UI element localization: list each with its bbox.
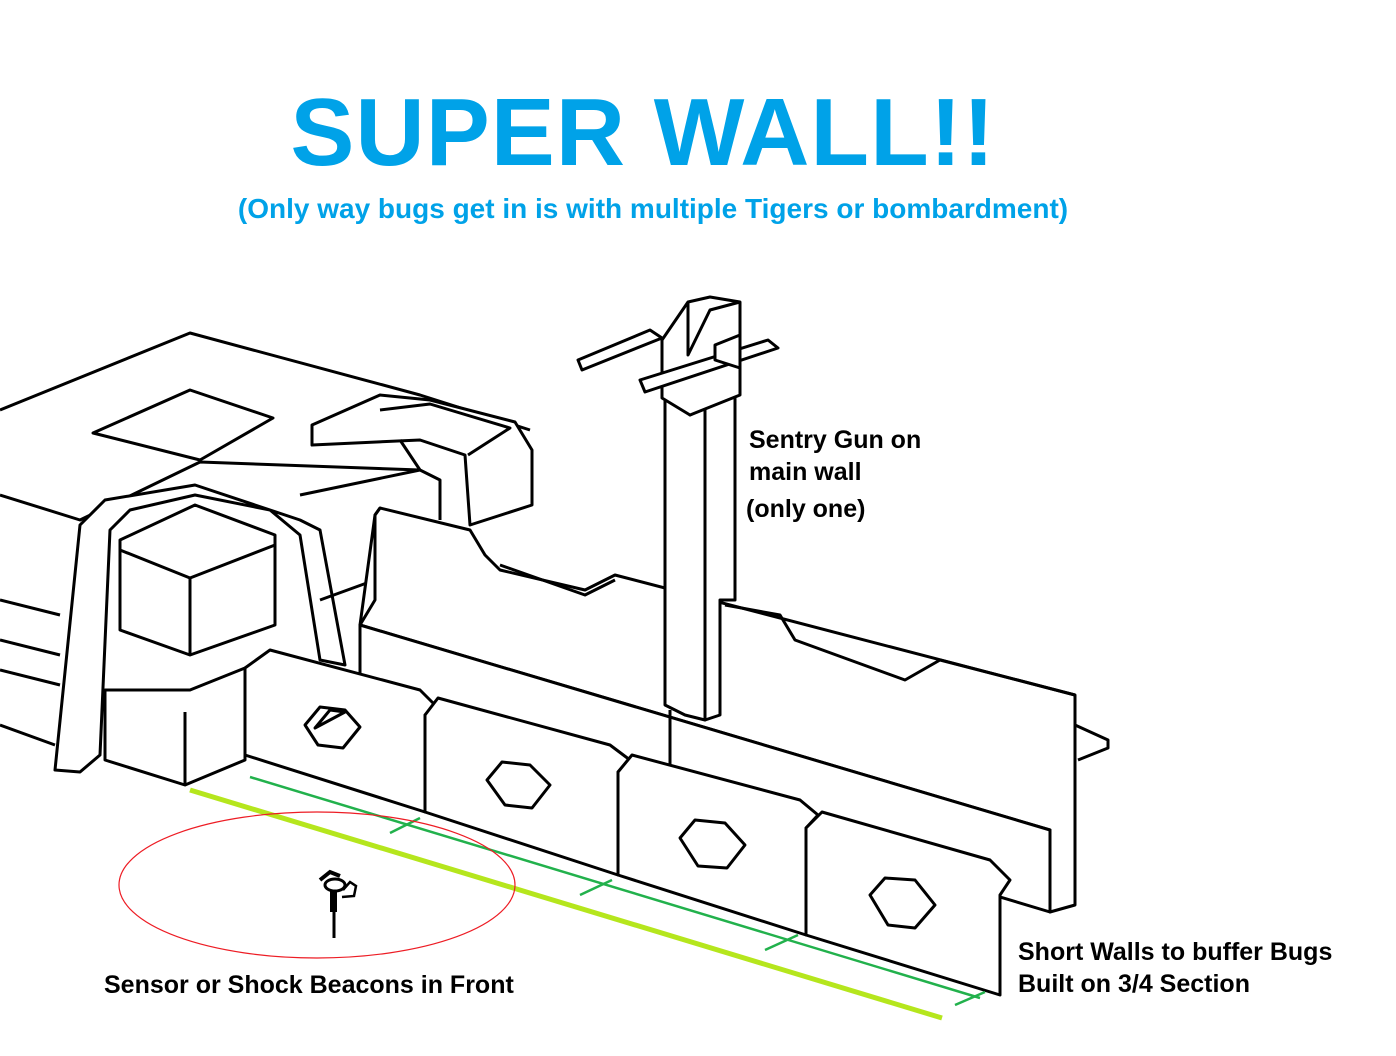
beacon-range-circle — [118, 811, 516, 959]
short-walls — [243, 648, 1012, 997]
page-subtitle: (Only way bugs get in is with multiple T… — [237, 193, 1069, 224]
ground-line — [189, 787, 943, 1021]
measure-line — [249, 775, 986, 1007]
short-walls-label-line2: Built on 3/4 Section — [1018, 970, 1250, 998]
bunker-structure — [0, 331, 534, 787]
sentry-gun — [576, 295, 780, 722]
beacons-label: Sensor or Shock Beacons in Front — [104, 971, 514, 999]
sentry-gun-label-line3: (only one) — [746, 495, 866, 523]
page-title: SUPER WALL!! — [290, 79, 996, 186]
short-walls-label-line1: Short Walls to buffer Bugs — [1018, 938, 1333, 966]
sentry-gun-label-line1: Sentry Gun on — [749, 426, 922, 454]
beacon-icon — [318, 869, 358, 938]
sentry-gun-label-line2: main wall — [749, 458, 862, 486]
